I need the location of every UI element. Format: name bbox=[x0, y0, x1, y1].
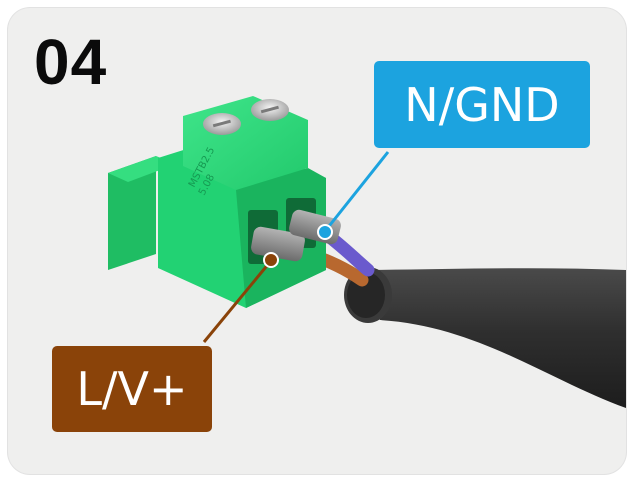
neutral-leader-line bbox=[324, 151, 390, 231]
instruction-card: MSTB2.5 5.08 04 N/GND L/V+ bbox=[8, 8, 626, 474]
step-number: 04 bbox=[34, 26, 108, 98]
cable-icon bbox=[344, 267, 626, 408]
live-leader-line bbox=[202, 261, 272, 343]
neutral-marker-dot bbox=[317, 224, 333, 240]
live-label: L/V+ bbox=[52, 346, 212, 432]
connector-illustration: MSTB2.5 5.08 bbox=[108, 96, 626, 408]
neutral-label: N/GND bbox=[374, 61, 590, 148]
live-marker-dot bbox=[263, 252, 279, 268]
terminal-block-icon: MSTB2.5 5.08 bbox=[108, 96, 326, 308]
